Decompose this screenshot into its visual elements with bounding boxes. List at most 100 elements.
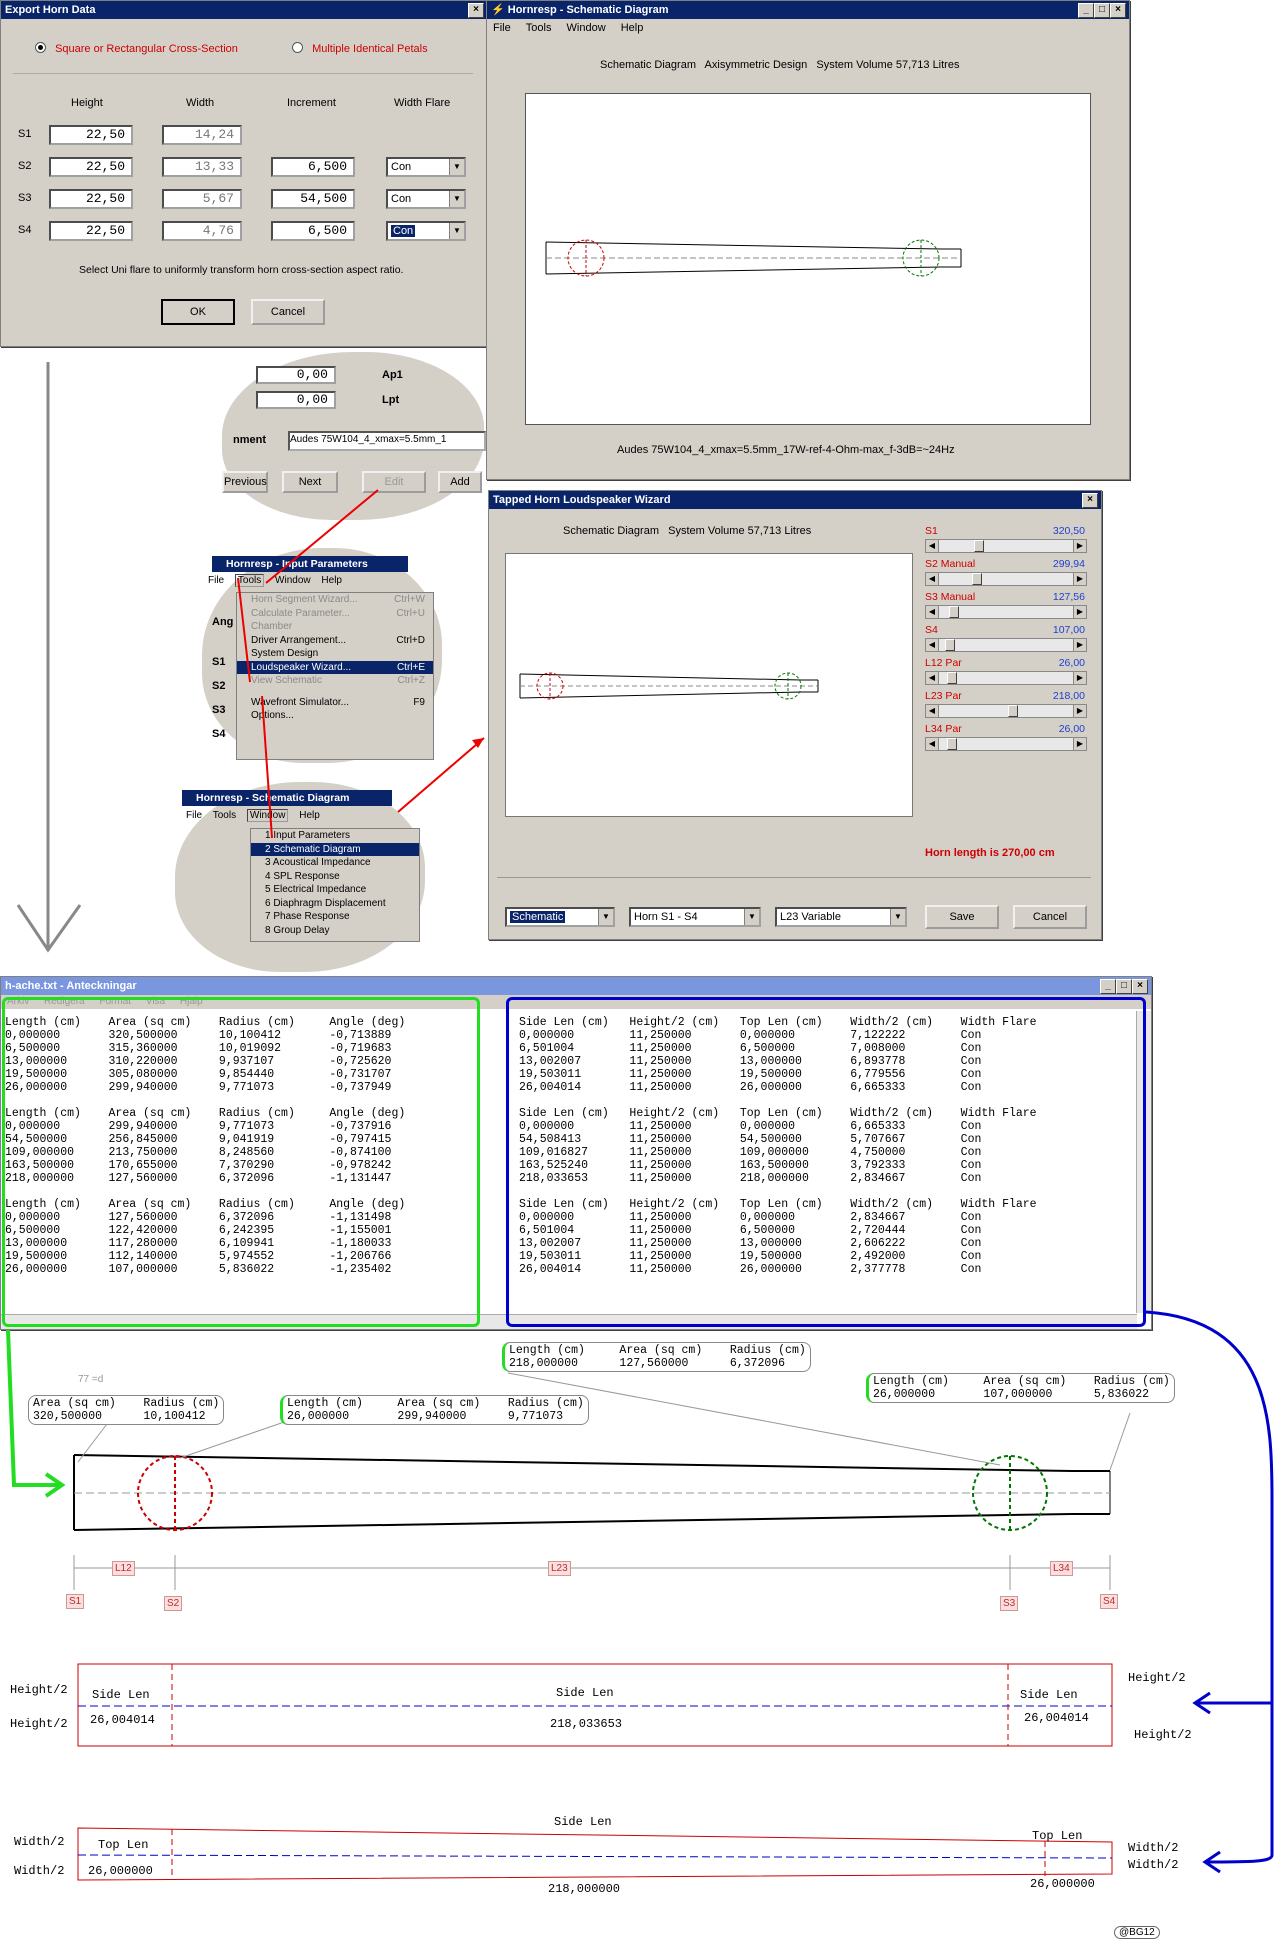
arrow-right-icon[interactable]: ▶: [1073, 606, 1086, 618]
menu-window[interactable]: Window: [246, 809, 289, 822]
notepad-text-left[interactable]: Length (cm) Area (sq cm) Radius (cm) Ang…: [5, 1016, 406, 1276]
menu-window[interactable]: Window: [566, 22, 606, 34]
arrow-left-icon[interactable]: ◀: [926, 540, 939, 552]
close-icon[interactable]: ×: [468, 3, 484, 18]
ok-button[interactable]: OK: [161, 299, 235, 325]
window-menu-item[interactable]: 3 Acoustical Impedance: [265, 857, 371, 868]
window-menu-item[interactable]: 6 Diaphragm Displacement: [265, 897, 386, 909]
window-menu-item[interactable]: 1 Input Parameters: [265, 830, 351, 841]
arrow-right-icon[interactable]: ▶: [1073, 738, 1086, 750]
slider-thumb[interactable]: [1008, 705, 1019, 717]
slider-track[interactable]: ◀▶: [925, 605, 1087, 619]
flare-select-s2[interactable]: Con▼: [386, 157, 466, 177]
tools-menu-item[interactable]: Loudspeaker Wizard...Ctrl+E: [237, 660, 433, 674]
menu-help[interactable]: Help: [620, 22, 644, 34]
width-field-s2[interactable]: 13,33: [162, 157, 242, 177]
slider-track[interactable]: ◀▶: [925, 572, 1087, 586]
tools-menu-item[interactable]: Wavefront Simulator...F9: [251, 696, 425, 708]
ap1-value[interactable]: 0,00: [256, 366, 336, 384]
minimize-icon[interactable]: _: [1100, 979, 1116, 994]
slider-track[interactable]: ◀▶: [925, 638, 1087, 652]
menu-tools[interactable]: Tools: [234, 574, 265, 587]
height-field-s1[interactable]: 22,50: [49, 125, 133, 145]
close-icon[interactable]: ×: [1110, 3, 1126, 18]
menu-visa[interactable]: Visa: [145, 996, 166, 1007]
comment-field[interactable]: Audes 75W104_4_xmax=5.5mm_1: [288, 431, 486, 451]
menu-tools[interactable]: Tools: [525, 22, 552, 34]
cancel-button[interactable]: Cancel: [1013, 905, 1087, 929]
width-field-s4[interactable]: 4,76: [162, 221, 242, 241]
previous-button[interactable]: Previous: [222, 471, 268, 493]
window-menu-item[interactable]: 2 Schematic Diagram: [251, 842, 419, 856]
arrow-right-icon[interactable]: ▶: [1073, 672, 1086, 684]
menu-help[interactable]: Help: [299, 810, 320, 821]
window-menu-item[interactable]: 4 SPL Response: [265, 870, 340, 882]
slider-track[interactable]: ◀▶: [925, 539, 1087, 553]
height-field-s4[interactable]: 22,50: [49, 221, 133, 241]
arrow-left-icon[interactable]: ◀: [926, 639, 939, 651]
maximize-icon[interactable]: □: [1116, 979, 1132, 994]
slider-thumb[interactable]: [971, 573, 982, 585]
arrow-left-icon[interactable]: ◀: [926, 672, 939, 684]
menu-redigera[interactable]: Redigera: [44, 996, 85, 1007]
tools-menu-item[interactable]: Horn Segment Wizard...Ctrl+W: [251, 594, 425, 605]
menu-help[interactable]: Help: [321, 575, 342, 586]
arrow-left-icon[interactable]: ◀: [926, 738, 939, 750]
close-icon[interactable]: ×: [1132, 979, 1148, 994]
arrow-left-icon[interactable]: ◀: [926, 573, 939, 585]
window-menu-item[interactable]: 5 Electrical Impedance: [265, 884, 367, 895]
tools-menu-item[interactable]: System Design: [251, 648, 319, 659]
increment-field-s3[interactable]: 54,500: [271, 189, 355, 209]
slider-thumb[interactable]: [946, 672, 957, 684]
slider-track[interactable]: ◀▶: [925, 704, 1087, 718]
menu-file[interactable]: File: [493, 22, 511, 34]
arrow-right-icon[interactable]: ▶: [1073, 573, 1086, 585]
lpt-value[interactable]: 0,00: [256, 391, 336, 409]
arrow-left-icon[interactable]: ◀: [926, 606, 939, 618]
flare-select-s4[interactable]: Con▼: [386, 221, 466, 241]
window-menu-item[interactable]: 8 Group Delay: [265, 924, 330, 936]
close-icon[interactable]: ×: [1082, 493, 1098, 508]
slider-thumb[interactable]: [946, 738, 957, 750]
view-select[interactable]: Schematic▼: [505, 907, 615, 927]
next-button[interactable]: Next: [282, 471, 338, 493]
arrow-right-icon[interactable]: ▶: [1073, 540, 1086, 552]
flare-select-s3[interactable]: Con▼: [386, 189, 466, 209]
save-button[interactable]: Save: [925, 905, 999, 929]
arrow-right-icon[interactable]: ▶: [1073, 705, 1086, 717]
menu-arkiv[interactable]: Arkiv: [7, 996, 30, 1007]
tools-menu-item[interactable]: Options...: [251, 710, 294, 721]
maximize-icon[interactable]: □: [1094, 3, 1110, 18]
variable-select[interactable]: L23 Variable▼: [775, 907, 907, 927]
height-field-s2[interactable]: 22,50: [49, 157, 133, 177]
add-button[interactable]: Add: [438, 471, 482, 493]
slider-track[interactable]: ◀▶: [925, 737, 1087, 751]
width-field-s3[interactable]: 5,67: [162, 189, 242, 209]
cancel-button[interactable]: Cancel: [251, 299, 325, 325]
increment-field-s2[interactable]: 6,500: [271, 157, 355, 177]
slider-thumb[interactable]: [945, 639, 956, 651]
height-field-s3[interactable]: 22,50: [49, 189, 133, 209]
radio-square[interactable]: Square or Rectangular Cross-Section: [35, 41, 238, 55]
minimize-icon[interactable]: _: [1078, 3, 1094, 18]
menu-hjalp[interactable]: Hjälp: [179, 996, 203, 1007]
menu-tools[interactable]: Tools: [212, 810, 237, 821]
radio-petals[interactable]: Multiple Identical Petals: [292, 41, 428, 55]
tools-menu-item[interactable]: Chamber: [251, 621, 293, 632]
arrow-right-icon[interactable]: ▶: [1073, 639, 1086, 651]
menu-file[interactable]: File: [208, 575, 225, 586]
notepad-text-right[interactable]: Side Len (cm) Height/2 (cm) Top Len (cm)…: [519, 1016, 1037, 1276]
edit-button[interactable]: Edit: [362, 471, 426, 493]
tools-menu-item[interactable]: Driver Arrangement...Ctrl+D: [251, 634, 425, 646]
horn-select[interactable]: Horn S1 - S4▼: [629, 907, 761, 927]
menu-file[interactable]: File: [186, 810, 203, 821]
slider-thumb[interactable]: [949, 606, 960, 618]
menu-format[interactable]: Format: [99, 996, 132, 1007]
slider-track[interactable]: ◀▶: [925, 671, 1087, 685]
menu-window[interactable]: Window: [275, 575, 311, 586]
slider-thumb[interactable]: [974, 540, 985, 552]
increment-field-s4[interactable]: 6,500: [271, 221, 355, 241]
tools-menu-item[interactable]: Calculate Parameter...Ctrl+U: [251, 607, 425, 619]
window-menu-item[interactable]: 7 Phase Response: [265, 911, 350, 922]
